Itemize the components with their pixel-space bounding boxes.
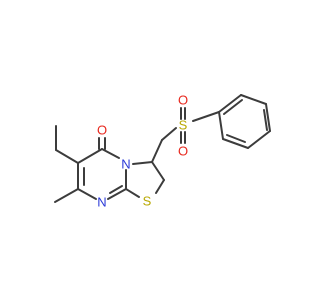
bond-ph-3 bbox=[265, 103, 271, 132]
atom-o-sulfonyl-top: O bbox=[178, 93, 188, 108]
atom-o-sulfonyl-bottom: O bbox=[178, 144, 188, 159]
molecule-diagram: O N N S S O O bbox=[54, 93, 271, 210]
bond-ph-1 bbox=[218, 94, 242, 113]
bond-ph-inner-2 bbox=[263, 109, 268, 131]
bond-ph-2 bbox=[240, 94, 267, 105]
bond-s-c2 bbox=[155, 179, 165, 194]
bond-n4-c5 bbox=[101, 148, 120, 159]
bond-c7-methyl bbox=[54, 188, 79, 203]
bond-ph-4 bbox=[247, 130, 271, 149]
bond-s-phenyl bbox=[192, 111, 220, 122]
bond-skeleton bbox=[54, 94, 271, 203]
bond-ph-inner-1 bbox=[223, 99, 243, 115]
atom-labels: O N N S S O O bbox=[97, 93, 188, 210]
atom-o-carbonyl: O bbox=[97, 123, 107, 138]
bond-c3-ch2 bbox=[151, 139, 163, 163]
bond-ph-5 bbox=[222, 138, 249, 149]
bond-c3-n4 bbox=[132, 161, 153, 165]
bond-c2-c3 bbox=[151, 161, 165, 181]
bond-ph-inner-3 bbox=[226, 134, 246, 143]
bond-n8-c8a-inner bbox=[109, 185, 123, 194]
bond-ph-6 bbox=[218, 111, 224, 140]
bond-c6-ethyl bbox=[55, 149, 79, 164]
atom-n-ring: N bbox=[121, 157, 130, 172]
bond-c8a-s bbox=[125, 188, 140, 198]
atom-s-sulfonyl: S bbox=[179, 118, 188, 133]
bond-c7-n8 bbox=[77, 188, 97, 200]
bond-ch2-s bbox=[161, 127, 177, 141]
atom-n-imine: N bbox=[97, 195, 106, 210]
bond-n8-c8a bbox=[107, 188, 127, 200]
bond-c5-c6 bbox=[77, 148, 103, 164]
atom-s-ring: S bbox=[143, 194, 152, 209]
